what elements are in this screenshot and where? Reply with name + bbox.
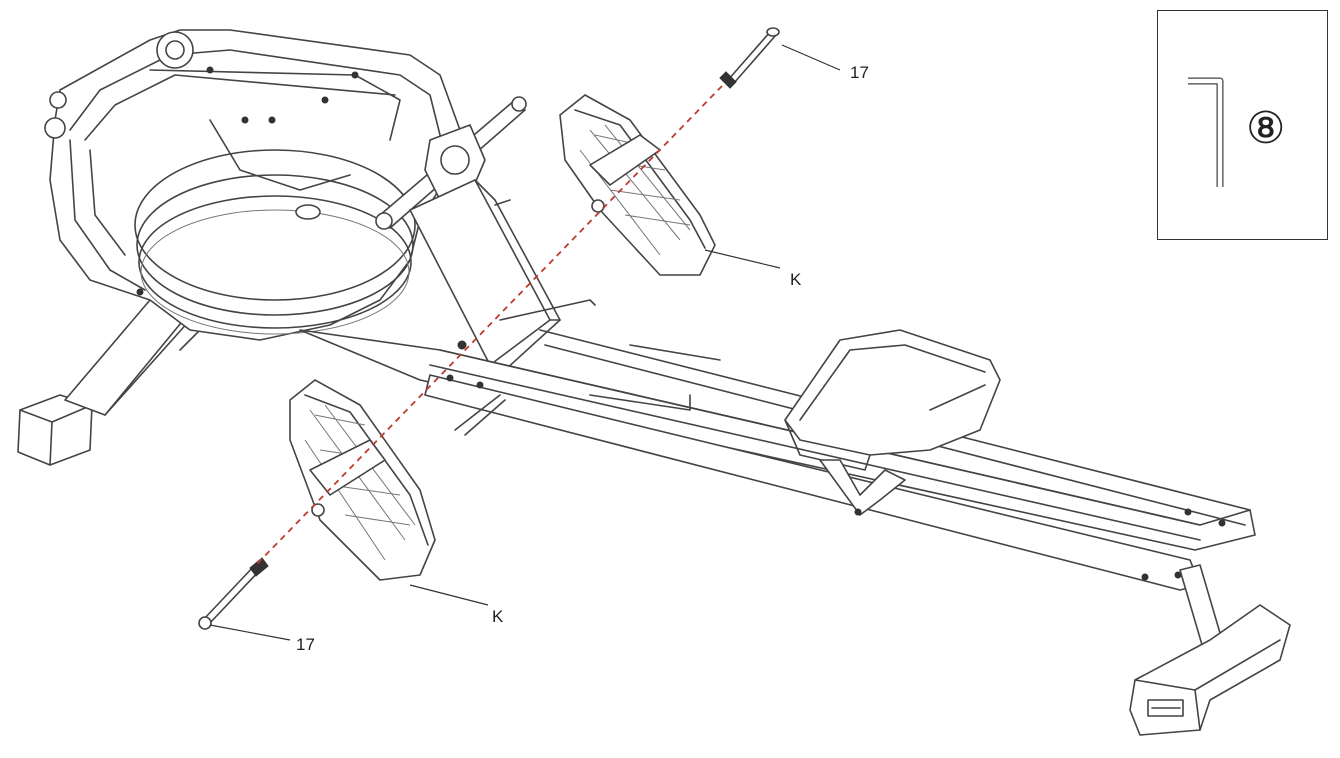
bolt-top (719, 27, 780, 89)
tool-number: ⑧ (1246, 104, 1286, 153)
rail-frame (299, 329, 1256, 591)
leader-pedal-bottom (409, 584, 489, 606)
pedal-top (559, 94, 716, 276)
bolt-bottom (198, 557, 269, 630)
label-bolt-17-top: 17 (850, 63, 869, 82)
flywheel-housing (44, 29, 461, 341)
tool-callout-box: ⑧ (1157, 10, 1328, 240)
label-pedal-k-top: K (790, 270, 802, 289)
allen-key-icon (1188, 77, 1224, 187)
leader-bolt-top (781, 44, 841, 71)
rear-stabilizer (1129, 564, 1291, 736)
label-pedal-k-bottom: K (492, 607, 504, 626)
center-upright (409, 179, 596, 371)
leader-bolt-bottom (209, 624, 291, 641)
handle-bar (375, 96, 527, 230)
assembly-axis (254, 85, 723, 567)
label-bolt-17-bottom: 17 (296, 635, 315, 654)
seat (784, 329, 1001, 516)
pedal-bottom (289, 379, 436, 581)
leader-pedal-top (704, 249, 781, 269)
